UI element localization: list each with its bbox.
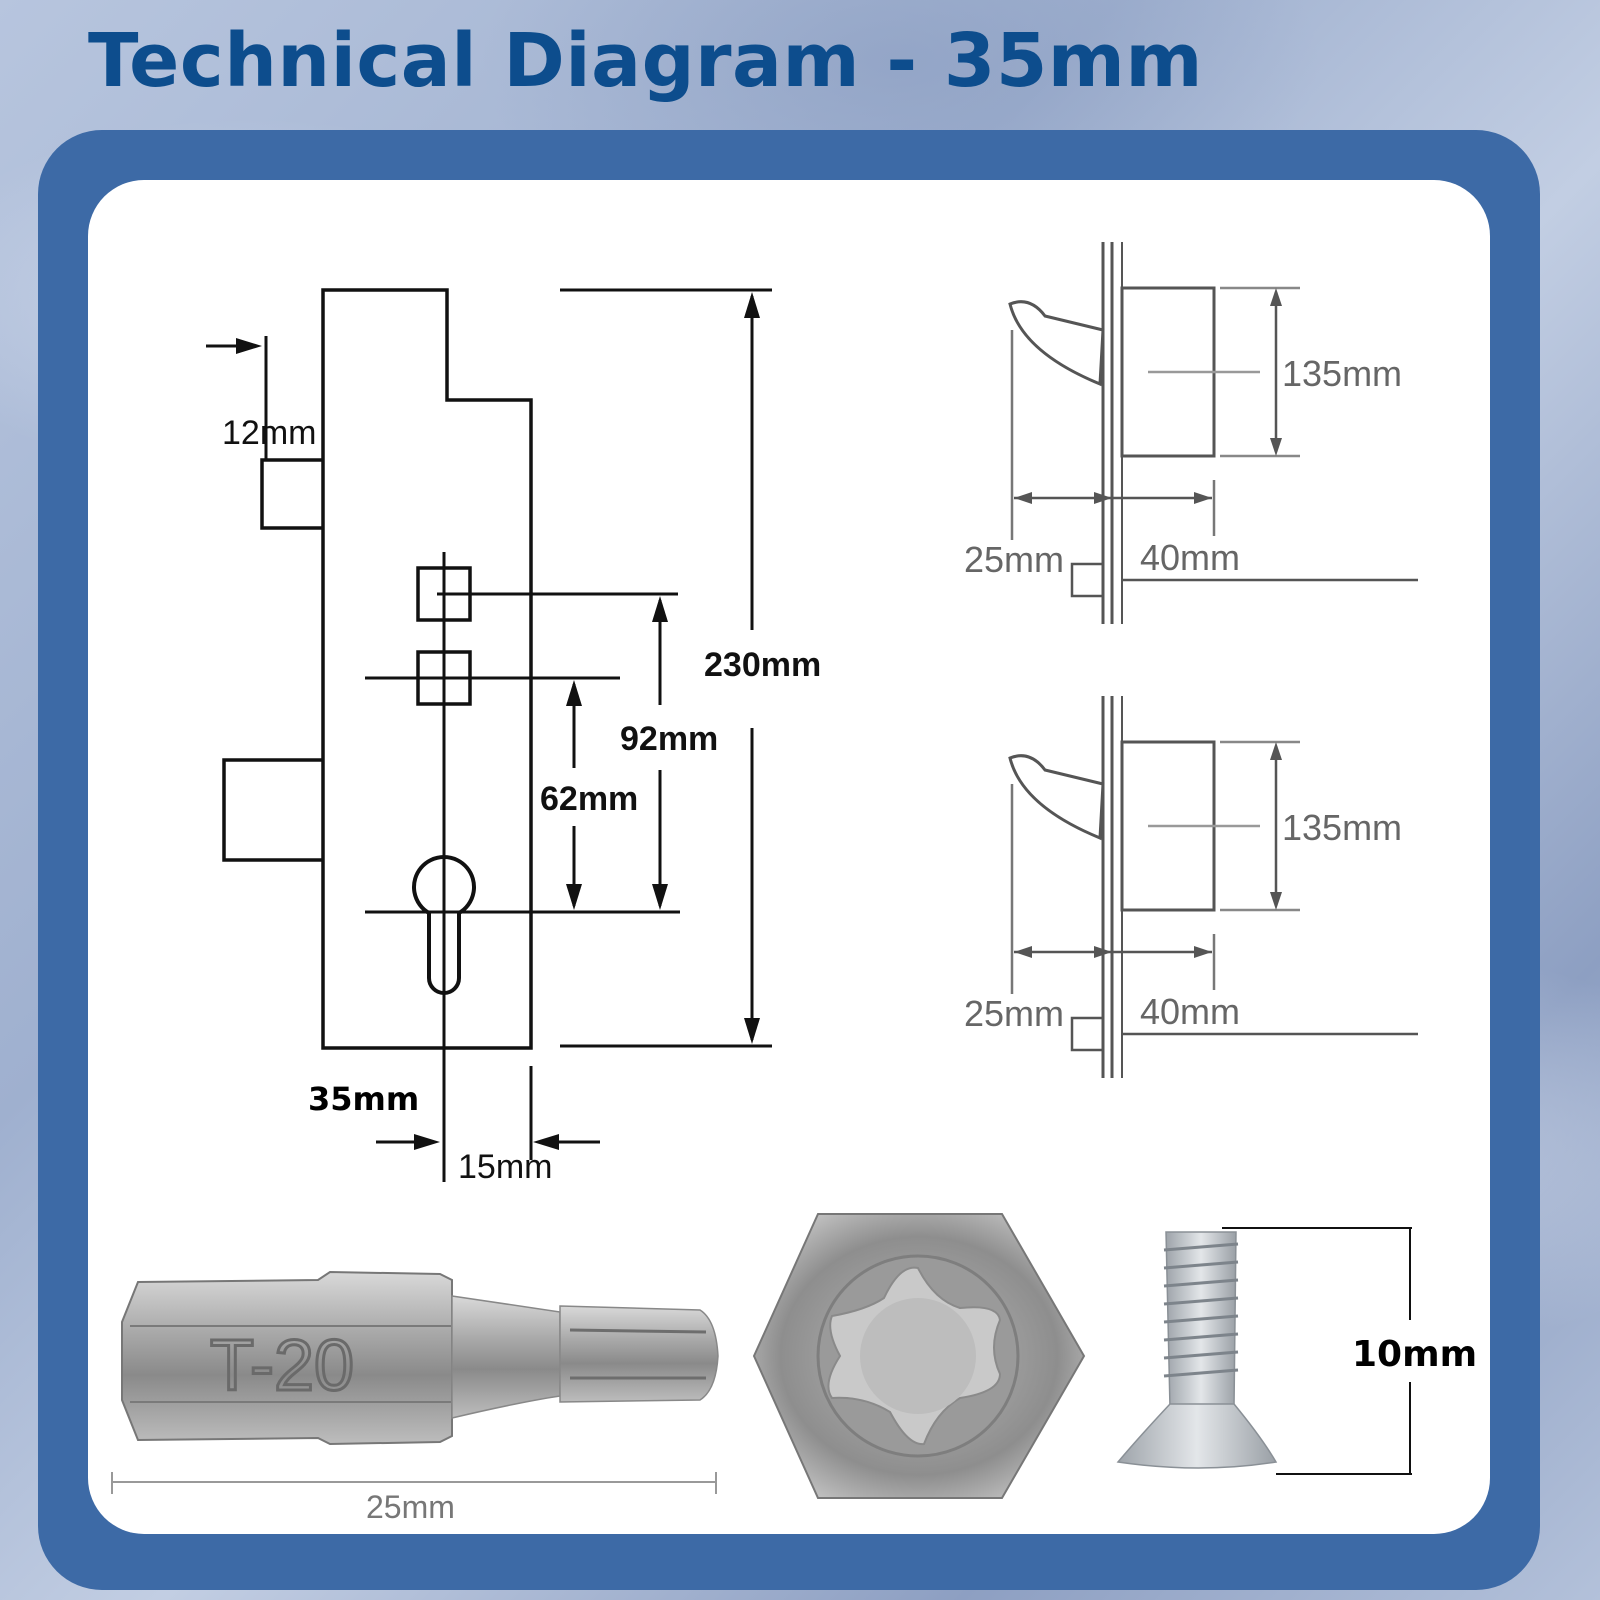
keep-plate (1070, 562, 1105, 598)
dim-92mm-label: 92mm (620, 720, 718, 758)
hook2-height-label: 135mm (1282, 807, 1402, 848)
hook1-left-label: 25mm (964, 539, 1064, 580)
page-title: Technical Diagram - 35mm (88, 18, 1204, 104)
hook2-right-label: 40mm (1140, 991, 1240, 1032)
dim-12mm-label: 12mm (222, 414, 316, 452)
keep-plate (1070, 1016, 1105, 1052)
bit-length-label: 25mm (366, 1489, 455, 1525)
euro-cylinder-cutout (412, 855, 476, 995)
hook1-right-label: 40mm (1140, 537, 1240, 578)
hook-bolt (1008, 754, 1105, 841)
dead-bolt (222, 758, 323, 862)
bit-marking: T-20 (210, 1326, 354, 1406)
backset-label: 35mm (308, 1080, 419, 1118)
dim-230mm-label: 230mm (704, 646, 821, 684)
screw-countersunk-head (1116, 1403, 1278, 1469)
bit-torx-tip (559, 1305, 719, 1403)
dim-15mm-label: 15mm (458, 1148, 552, 1186)
bit-neck (451, 1295, 561, 1419)
dim-62mm-label: 62mm (540, 780, 638, 818)
screw-image (1116, 1231, 1278, 1469)
hook1-height-label: 135mm (1282, 353, 1402, 394)
hook-view-2 (1008, 696, 1418, 1078)
hook-view-1 (1008, 242, 1418, 624)
bit-length-dimension (111, 1472, 717, 1494)
screw-length-dimension (1222, 1227, 1412, 1475)
hook-bolt (1008, 300, 1105, 387)
torx-bit-image: T-20 (121, 1270, 719, 1446)
lock-case-outline (321, 288, 533, 1050)
latch-bolt (260, 458, 323, 530)
lock-case-drawing (206, 288, 772, 1182)
screw-length-label: 10mm (1352, 1334, 1477, 1375)
hook2-left-label: 25mm (964, 993, 1064, 1034)
torx-end-view-image (752, 1213, 1086, 1499)
dimension-arrowheads (236, 292, 760, 1150)
